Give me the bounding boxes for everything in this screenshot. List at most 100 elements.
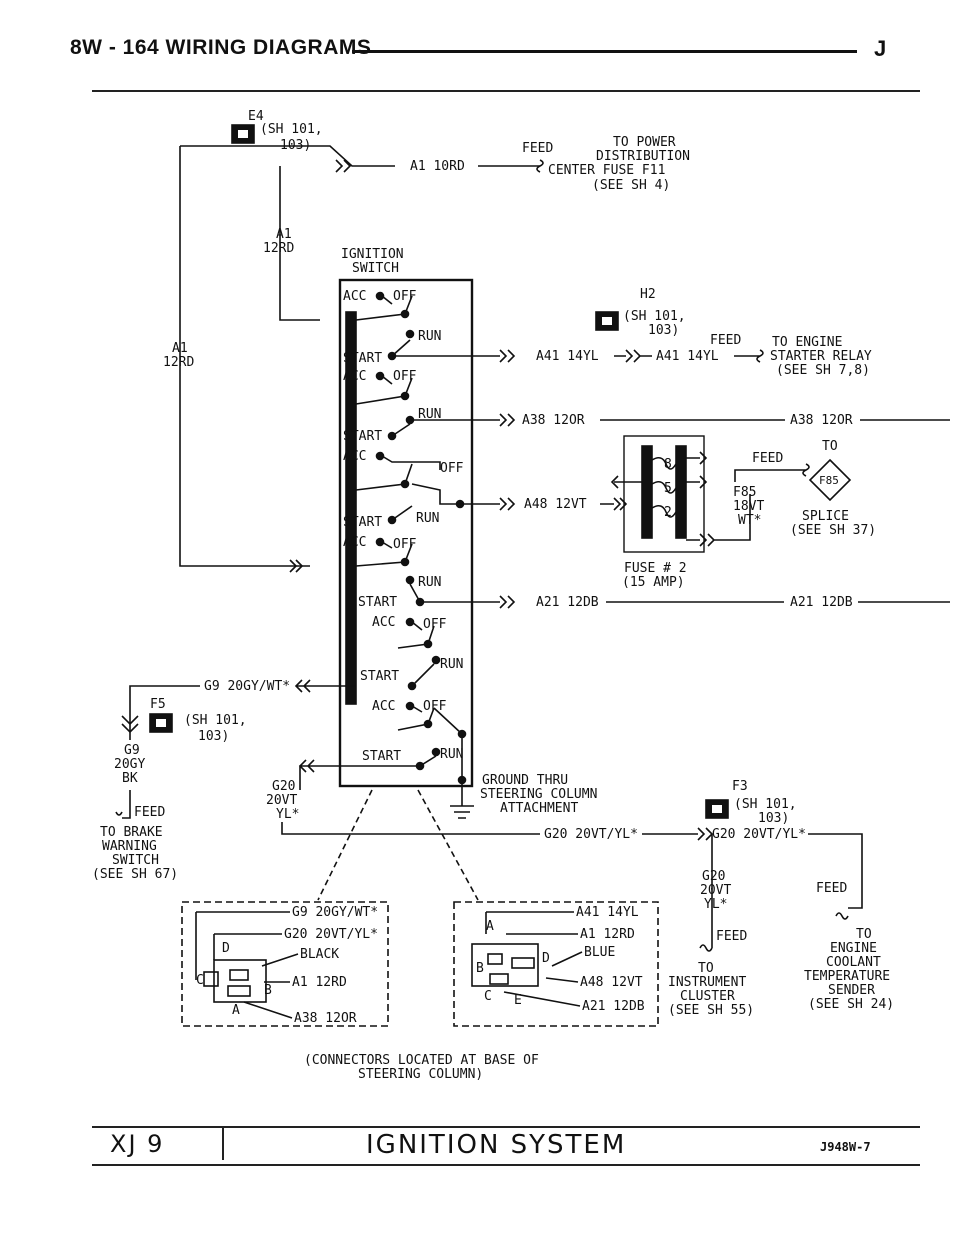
fuse-feed-arrow [734,463,810,482]
g20-label-2: G20 20VT/YL* [712,827,806,842]
fuse-block: 8 5 2 [610,435,751,553]
g20-label-1: G20 20VT/YL* [544,827,638,842]
a41-feed-arrow [734,349,764,363]
footer-model: XJ 9 [110,1130,165,1158]
svg-text:RUN: RUN [416,511,439,526]
svg-text:RUN: RUN [440,747,463,762]
splice-2: (SEE SH 37) [790,523,876,538]
e4-sheet-1: (SH 101, [260,122,323,137]
header-letter: J [874,36,887,61]
svg-text:ACC: ACC [343,369,366,384]
svg-text:5: 5 [664,481,672,496]
svg-text:F3: F3 [732,779,748,794]
svg-text:A48 12VT: A48 12VT [580,975,643,990]
right-connector-box: A41 14YL A1 12RD BLUE A48 12VT A21 12DB … [453,901,659,1027]
feed-label-top: FEED [522,141,553,156]
svg-text:A38 12OR: A38 12OR [294,1011,357,1026]
svg-text:OFF: OFF [440,461,464,476]
svg-text:RUN: RUN [418,329,441,344]
svg-text:G20 20VT/YL*: G20 20VT/YL* [284,927,378,942]
left-connector-box: G9 20GY/WT* G20 20VT/YL* BLACK A1 12RD A… [181,901,389,1027]
feed-label-coolant: FEED [816,881,847,896]
a21-wire-switch [472,595,516,609]
switch-deck-1: ACC OFF RUN START [343,289,472,366]
feed-label-fuse: FEED [752,451,783,466]
svg-text:8: 8 [664,457,672,472]
switch-deck-4: ACC OFF RUN START [343,535,472,610]
g9-bk-1: G9 [124,743,140,758]
svg-text:RUN: RUN [440,657,463,672]
g9-label: G9 20GY/WT* [204,679,290,694]
svg-text:START: START [358,595,397,610]
svg-text:OFF: OFF [393,289,417,304]
f85-wire-3: WT* [738,513,761,528]
g20-left-3: YL* [276,807,299,822]
g9-bk-3: BK [122,771,138,786]
svg-text:A41 14YL: A41 14YL [576,905,639,920]
coolant-3: COOLANT [826,955,881,970]
svg-text:D: D [222,941,230,956]
g20-left-2: 20VT [266,793,297,808]
svg-text:ACC: ACC [372,615,395,630]
to-f85-label: TO [822,439,838,454]
g20-wire-right [808,833,863,909]
g20-wire-bottom [281,822,540,835]
e4-wire-a1 [180,145,395,167]
svg-text:A: A [486,919,494,934]
coolant-feed-arrow [835,912,849,920]
to-power-3: CENTER FUSE F11 [548,163,665,178]
f85-label: F85 [819,474,839,487]
svg-text:ACC: ACC [372,699,395,714]
a38-label-2: A38 12OR [790,413,853,428]
svg-text:(SH 101,: (SH 101, [184,713,247,728]
to-instr-1: TO [698,961,714,976]
svg-text:2: 2 [664,505,672,520]
f85-wire-1: F85 [733,485,756,500]
a1-10rd-label: A1 10RD [410,159,465,174]
ground-2: STEERING COLUMN [480,787,597,802]
feed-arrow-top [536,159,544,173]
connectors-note-2: STEERING COLUMN) [358,1067,483,1082]
svg-text:START: START [360,669,399,684]
ignition-switch-1: IGNITION [341,247,404,262]
g9-bk-2: 20GY [114,757,145,772]
to-power-2: DISTRIBUTION [596,149,690,164]
g20-wire-switch [298,759,420,790]
instrument-feed-wire [699,834,713,952]
f85-diamond [808,458,852,502]
fuse-label-1: FUSE # 2 [624,561,687,576]
a21-label-1: A21 12DB [536,595,599,610]
page-title: 8W - 164 WIRING DIAGRAMS [70,36,372,59]
ignition-switch-bar [345,311,357,705]
footer-rule [92,1126,920,1128]
switch-deck-5: ACC OFF RUN START [360,615,463,691]
switch-deck-3: ACC OFF START RUN [343,449,472,530]
coolant-6: (SEE SH 24) [808,997,894,1012]
svg-text:OFF: OFF [423,699,447,714]
svg-text:103): 103) [198,729,229,744]
a1-left-2: 12RD [163,355,194,370]
a1-12rd-wire-left [179,146,310,567]
coolant-2: ENGINE [830,941,877,956]
e4-connector-chevron [335,159,352,173]
a48-wire-switch [472,497,516,511]
to-engine-3: (SEE SH 7,8) [776,363,870,378]
svg-text:C: C [484,989,492,1004]
g20-right-3: YL* [704,897,727,912]
e4-id: E4 [248,109,264,124]
svg-text:E: E [514,993,522,1008]
to-power-4: (SEE SH 4) [592,178,670,193]
a41-label-1: A41 14YL [536,349,599,364]
svg-text:D: D [542,951,550,966]
coolant-4: TEMPERATURE [804,969,890,984]
svg-text:OFF: OFF [423,617,447,632]
svg-text:B: B [264,983,272,998]
ground-symbol [450,776,474,819]
svg-text:OFF: OFF [393,369,417,384]
svg-text:RUN: RUN [418,575,441,590]
svg-text:OFF: OFF [393,537,417,552]
brake-feed-wire [115,790,131,819]
a38-label-1: A38 12OR [522,413,585,428]
switch-deck-6: ACC OFF RUN START [362,699,467,776]
